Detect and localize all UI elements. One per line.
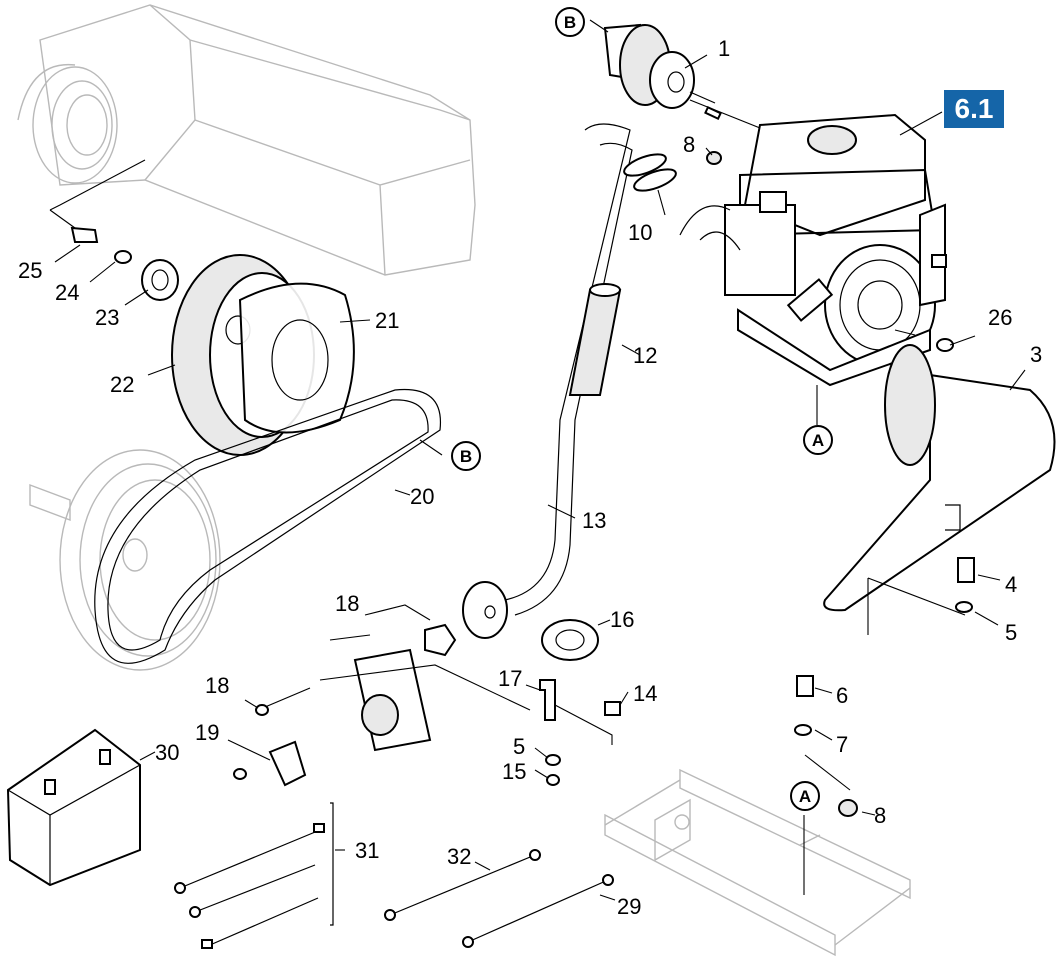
callout-5-right: 5: [1005, 620, 1017, 645]
ghost-frame: [604, 768, 911, 957]
callout-23: 23: [95, 305, 119, 330]
callout-19: 19: [195, 720, 219, 745]
part-30-battery: [6, 728, 141, 887]
callout-numbers: 1 3 4 5 5 6 7 8 8 10 12 13 14 15 16 17 1…: [18, 36, 1042, 919]
marker-a-frame-label: A: [799, 787, 811, 806]
part-20-belt: [94, 388, 442, 664]
ghost-pulley: [29, 449, 221, 671]
callout-24: 24: [55, 280, 79, 305]
part-3-belt-guard: [823, 344, 1056, 612]
callout-5-middle: 5: [513, 734, 525, 759]
fasteners-right: [794, 557, 975, 817]
callout-7: 7: [836, 732, 848, 757]
cables: [174, 802, 614, 949]
callout-26: 26: [988, 305, 1012, 330]
callout-22: 22: [110, 372, 134, 397]
callout-6: 6: [836, 683, 848, 708]
part-12-hose: [568, 283, 622, 396]
part-26-clamp: [936, 338, 954, 352]
part-1-coupling: [603, 23, 722, 121]
callout-31: 31: [355, 838, 379, 863]
callout-18-top: 18: [335, 591, 359, 616]
marker-a-frame: A: [790, 781, 820, 811]
callout-29: 29: [617, 894, 641, 919]
callout-32: 32: [447, 844, 471, 869]
callout-25: 25: [18, 258, 42, 283]
marker-b-top-label: B: [564, 13, 576, 32]
fan-assembly: [70, 226, 355, 456]
callout-14: 14: [633, 681, 657, 706]
muffler: [233, 623, 457, 787]
marker-b-belt-label: B: [460, 447, 472, 466]
callout-12: 12: [633, 343, 657, 368]
callout-8-bottom: 8: [874, 803, 886, 828]
callout-8-top: 8: [683, 132, 695, 157]
gaskets-8-10: [623, 151, 722, 192]
leader-lines: [49, 19, 1026, 901]
callout-18-bottom: 18: [205, 673, 229, 698]
marker-b-belt: B: [451, 441, 481, 471]
callout-3: 3: [1030, 342, 1042, 367]
marker-b-top: B: [555, 7, 585, 37]
marker-a-engine-label: A: [812, 431, 824, 450]
callout-17: 17: [498, 666, 522, 691]
callout-21: 21: [375, 308, 399, 333]
callout-16: 16: [610, 607, 634, 632]
callout-1: 1: [718, 36, 730, 61]
callout-10: 10: [628, 220, 652, 245]
section-badge: 6.1: [944, 90, 1004, 128]
callout-13: 13: [582, 508, 606, 533]
callout-30: 30: [155, 740, 179, 765]
engine: [679, 113, 947, 387]
small-parts-middle: [539, 619, 621, 786]
callout-15: 15: [502, 759, 526, 784]
part-13-exhaust-pipe: [462, 123, 633, 639]
callout-20: 20: [410, 484, 434, 509]
marker-a-engine: A: [803, 425, 833, 455]
callout-4: 4: [1005, 572, 1017, 597]
